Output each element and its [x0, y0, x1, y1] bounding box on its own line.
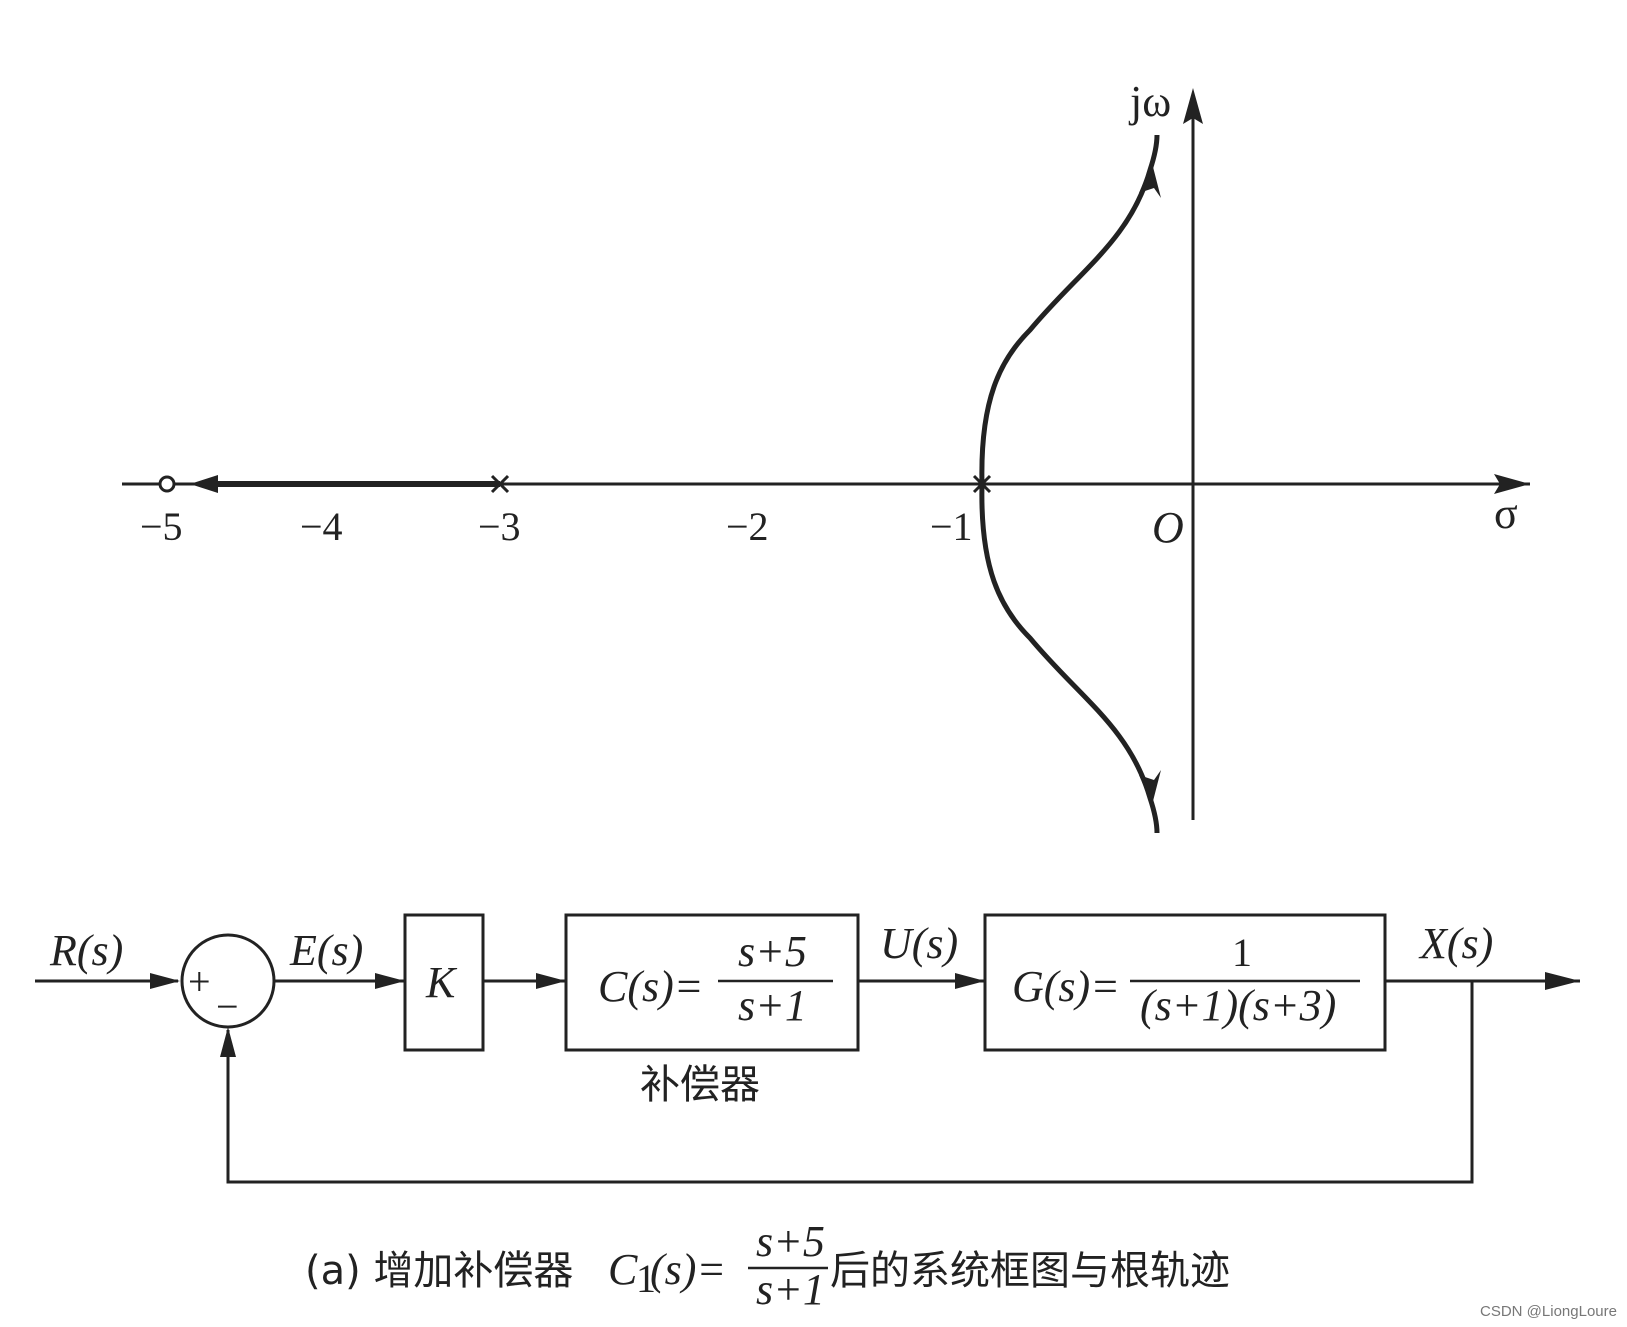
plant-denominator: (s+1)(s+3) [1140, 981, 1336, 1030]
caption-denominator: s+1 [756, 1265, 825, 1314]
tick-label-minus1: −1 [930, 504, 973, 549]
locus-upper-arrow [1139, 163, 1161, 198]
tick-label-minus5: −5 [140, 504, 183, 549]
imag-axis-arrowhead [1183, 88, 1203, 124]
plant-block [983, 913, 1387, 1052]
input-arrowhead [150, 973, 180, 989]
root-locus: jω σ O −5 −4 −3 −2 −1 [122, 77, 1530, 834]
caption-suffix: 后的系统框图与根轨迹 [830, 1248, 1230, 1294]
pole-marker-minus3 [490, 474, 510, 494]
sum-minus-sign: − [216, 984, 239, 1029]
watermark: CSDN @LiongLoure [1480, 1303, 1617, 1320]
origin-label: O [1152, 503, 1184, 552]
feedback-arrowhead [220, 1027, 236, 1057]
zero-marker [158, 475, 176, 493]
sum-plus-sign: + [188, 959, 211, 1004]
output-arrowhead [1545, 972, 1580, 990]
caption-arg: (s)= [650, 1245, 726, 1294]
compensator-lhs: C(s)= [598, 962, 703, 1011]
tick-label-minus2: −2 [726, 504, 769, 549]
plant-numerator: 1 [1232, 930, 1252, 975]
locus-branch-upper [979, 134, 1160, 485]
input-label: R(s) [49, 926, 123, 975]
caption-sub: 1 [636, 1256, 656, 1301]
control-signal-label: U(s) [880, 919, 958, 968]
compensator-numerator: s+5 [738, 927, 807, 976]
real-axis-arrowhead [1494, 474, 1530, 494]
error-label: E(s) [289, 926, 363, 975]
compensator-block [564, 913, 860, 1052]
gain-label: K [425, 958, 458, 1007]
figure-caption: (a) 增加补偿器 C 1 (s)= s+5 s+1 后的系统框图与根轨迹 [305, 1217, 1230, 1314]
compensator-caption: 补偿器 [640, 1062, 760, 1108]
locus-real-arrow [190, 475, 218, 493]
gain-block [403, 913, 485, 1052]
plant-input-arrowhead [955, 973, 985, 989]
compensator-denominator: s+1 [738, 981, 807, 1030]
tick-label-minus4: −4 [300, 504, 343, 549]
block-diagram: R(s) + − E(s) K C(s)= s+5 s+1 补偿器 U(s) G… [35, 913, 1580, 1184]
output-label: X(s) [1418, 919, 1493, 968]
locus-branch-lower [979, 483, 1160, 834]
error-arrowhead [375, 973, 405, 989]
feedback-path [226, 981, 1474, 1184]
caption-func: C [608, 1245, 638, 1294]
compensator-input-arrowhead [536, 973, 566, 989]
caption-prefix: (a) 增加补偿器 [305, 1248, 573, 1294]
tick-label-minus3: −3 [478, 504, 521, 549]
locus-lower-arrow [1139, 770, 1161, 805]
real-axis-label: σ [1494, 489, 1518, 538]
imag-axis-label: jω [1128, 77, 1171, 126]
caption-numerator: s+5 [756, 1217, 825, 1266]
plant-lhs: G(s)= [1012, 962, 1120, 1011]
